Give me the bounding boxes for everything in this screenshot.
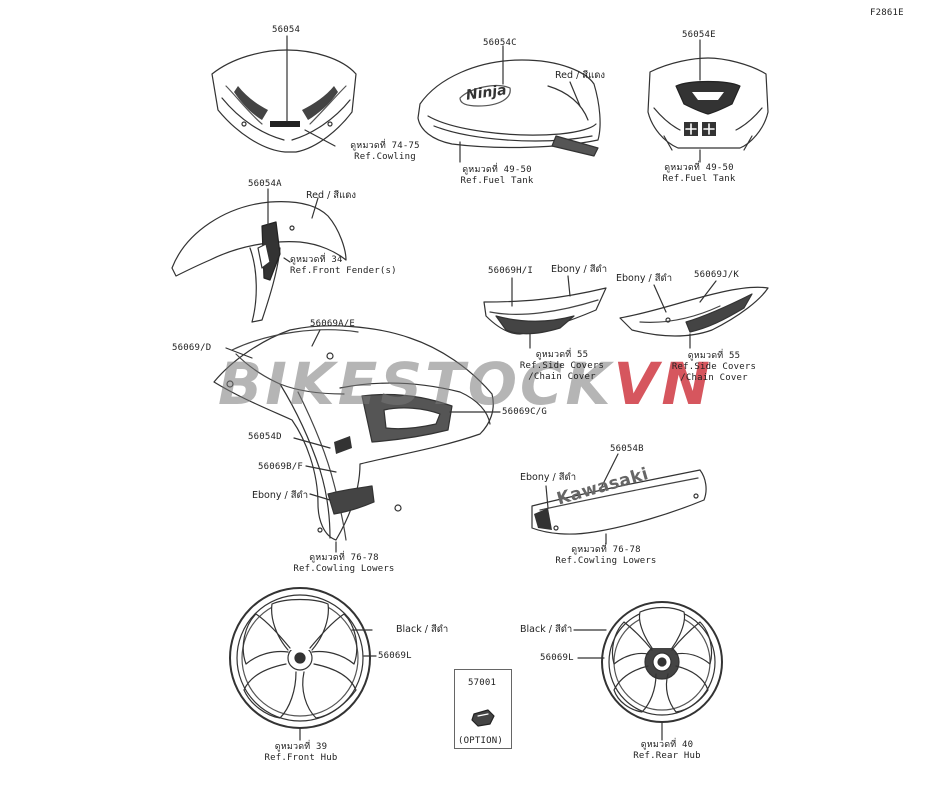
leader-ebony-bellypan bbox=[545, 485, 549, 509]
figure-code: F2861E bbox=[870, 8, 904, 18]
watermark-part2: VN bbox=[613, 350, 713, 418]
leader-56054B bbox=[599, 453, 619, 491]
rear-wheel-part bbox=[601, 601, 723, 723]
ref-rear-hub-en: Ref.Rear Hub bbox=[633, 751, 701, 761]
part-56054E-label: 56054E bbox=[682, 30, 716, 40]
ref-cowling-label: ดูหมวดที่ 74-75 Ref.Cowling bbox=[340, 141, 430, 163]
leader-56069JK bbox=[699, 280, 717, 303]
color-ebony-cowling: Ebony / สีดำ bbox=[252, 490, 309, 501]
option-tag-part bbox=[471, 709, 495, 727]
part-56054A-label: 56054A bbox=[248, 179, 282, 189]
leader-red-fender bbox=[311, 197, 319, 219]
color-black-right: Black / สีดำ bbox=[520, 624, 573, 635]
ref-cowling-lowers-a-th: ดูหมวดที่ 76-78 bbox=[309, 553, 379, 563]
ref-cowling-lowers-a-label: ดูหมวดที่ 76-78 Ref.Cowling Lowers bbox=[284, 553, 404, 575]
leader-ebony-cowling bbox=[309, 493, 331, 501]
ref-sidecover-b-en2: /Chain Cover bbox=[680, 373, 748, 383]
ref-cowling-lowers-b-label: ดูหมวดที่ 76-78 Ref.Cowling Lowers bbox=[546, 545, 666, 567]
leader-56054D bbox=[293, 437, 331, 449]
leader-ref-cowling bbox=[304, 129, 336, 147]
side-cover-left-part bbox=[483, 287, 607, 335]
ref-fueltank-e-label: ดูหมวดที่ 49-50 Ref.Fuel Tank bbox=[654, 163, 744, 185]
part-56054-label: 56054 bbox=[272, 25, 301, 35]
ref-front-hub-th: ดูหมวดที่ 39 bbox=[274, 742, 328, 752]
ref-fueltank-e-en: Ref.Fuel Tank bbox=[662, 174, 736, 184]
leader-56069D bbox=[225, 347, 253, 359]
ref-fueltank-c-label: ดูหมวดที่ 49-50 Ref.Fuel Tank bbox=[452, 165, 542, 187]
color-ebony-sidecover-b: Ebony / สีดำ bbox=[616, 273, 673, 284]
ref-fueltank-c-th: ดูหมวดที่ 49-50 bbox=[462, 165, 532, 175]
leader-ebony-sidecover-b bbox=[653, 284, 667, 313]
cowling-assembly-part bbox=[213, 325, 494, 541]
watermark: BIKESTOCKVN bbox=[218, 354, 713, 414]
ref-cowling-lowers-a-en: Ref.Cowling Lowers bbox=[293, 564, 395, 574]
ref-fueltank-e-th: ดูหมวดที่ 49-50 bbox=[664, 163, 734, 173]
ref-rear-hub-label: ดูหมวดที่ 40 Ref.Rear Hub bbox=[622, 740, 712, 762]
leader-ref-fender bbox=[283, 257, 291, 263]
ref-fueltank-c-en: Ref.Fuel Tank bbox=[460, 176, 534, 186]
ref-front-hub-en: Ref.Front Hub bbox=[264, 753, 338, 763]
leader-ebony-sidecover-a bbox=[567, 275, 571, 297]
part-56069AE-label: 56069A/E bbox=[310, 319, 355, 329]
color-ebony-bellypan: Ebony / สีดำ bbox=[520, 472, 577, 483]
fuel-tank-part bbox=[417, 59, 601, 157]
ref-sidecover-a-label: ดูหมวดที่ 55 Ref.Side Covers /Chain Cove… bbox=[512, 350, 612, 383]
option-box bbox=[454, 669, 512, 749]
part-57001-label: 57001 bbox=[468, 678, 497, 688]
part-56069D-label: 56069/D bbox=[172, 343, 212, 353]
part-56069JK-label: 56069J/K bbox=[694, 270, 739, 280]
ref-fender-en: Ref.Front Fender(s) bbox=[290, 266, 397, 276]
ref-front-hub-label: ดูหมวดที่ 39 Ref.Front Hub bbox=[256, 742, 346, 764]
color-ebony-sidecover-a: Ebony / สีดำ bbox=[551, 264, 608, 275]
ref-rear-hub-th: ดูหมวดที่ 40 bbox=[640, 740, 694, 750]
part-56054B-label: 56054B bbox=[610, 444, 644, 454]
ref-sidecover-b-th: ดูหมวดที่ 55 bbox=[687, 351, 741, 361]
option-label: (OPTION) bbox=[458, 736, 503, 746]
leader-56069BF bbox=[305, 465, 337, 473]
ref-cowling-th: ดูหมวดที่ 74-75 bbox=[350, 141, 420, 151]
color-red-tank: Red / สีแดง bbox=[555, 70, 606, 81]
part-56069CG-label: 56069C/G bbox=[502, 407, 547, 417]
ref-fender-label: ดูหมวดที่ 34 Ref.Front Fender(s) bbox=[290, 255, 397, 277]
watermark-part1: BIKESTOCK bbox=[218, 350, 614, 418]
part-56054C-label: 56054C bbox=[483, 38, 517, 48]
part-56054D-label: 56054D bbox=[248, 432, 282, 442]
front-wheel-part bbox=[229, 587, 371, 729]
color-red-fender: Red / สีแดง bbox=[306, 190, 357, 201]
leader-red-tank bbox=[569, 81, 581, 107]
part-56069L-right-label: 56069L bbox=[540, 653, 574, 663]
belly-pan-part bbox=[531, 469, 707, 535]
part-56069L-left-label: 56069L bbox=[378, 651, 412, 661]
ref-sidecover-a-th: ดูหมวดที่ 55 bbox=[535, 350, 589, 360]
ref-cowling-lowers-b-th: ดูหมวดที่ 76-78 bbox=[571, 545, 641, 555]
color-black-left: Black / สีดำ bbox=[396, 624, 449, 635]
leader-56069AE bbox=[311, 329, 321, 347]
ref-sidecover-b-en1: Ref.Side Covers bbox=[671, 362, 757, 372]
part-56069HI-label: 56069H/I bbox=[488, 266, 533, 276]
ref-sidecover-a-en2: /Chain Cover bbox=[528, 372, 596, 382]
side-cover-right-part bbox=[619, 286, 769, 337]
ref-fender-th: ดูหมวดที่ 34 bbox=[290, 255, 343, 265]
part-56069BF-label: 56069B/F bbox=[258, 462, 303, 472]
windshield-part bbox=[211, 49, 357, 153]
ref-sidecover-a-en1: Ref.Side Covers bbox=[519, 361, 605, 371]
ref-sidecover-b-label: ดูหมวดที่ 55 Ref.Side Covers /Chain Cove… bbox=[664, 351, 764, 384]
front-fender-part bbox=[171, 201, 347, 323]
tank-pad-part bbox=[647, 57, 769, 151]
ref-cowling-en: Ref.Cowling bbox=[354, 152, 416, 162]
ref-cowling-lowers-b-en: Ref.Cowling Lowers bbox=[555, 556, 657, 566]
